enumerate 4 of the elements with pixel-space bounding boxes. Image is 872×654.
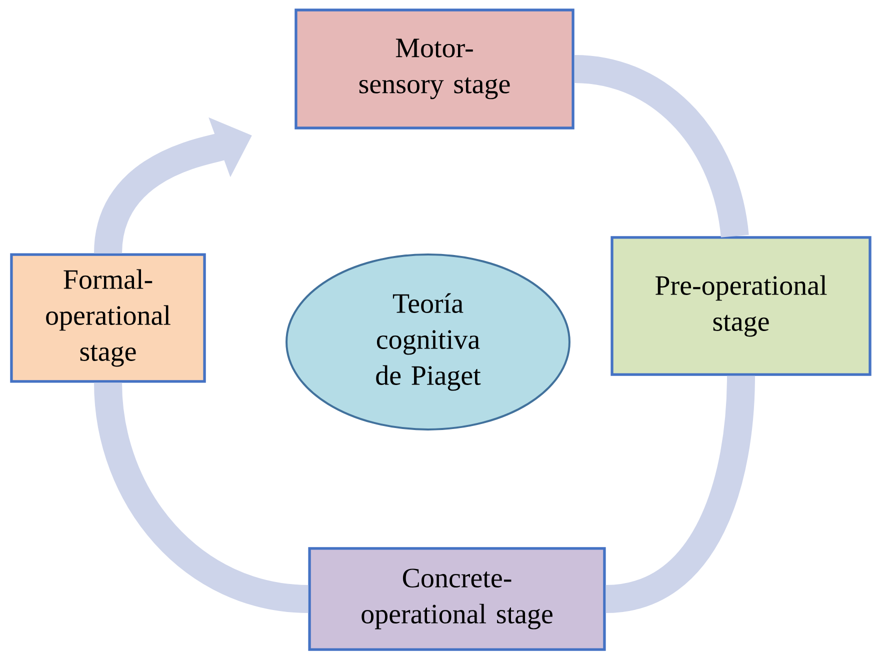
stage-box: Motor-sensory stage: [294, 8, 574, 130]
stage-box: Formal-operational stage: [10, 253, 206, 383]
stage-box: Concrete-operational stage: [308, 547, 606, 651]
stage-box: Pre-operational stage: [610, 236, 872, 376]
